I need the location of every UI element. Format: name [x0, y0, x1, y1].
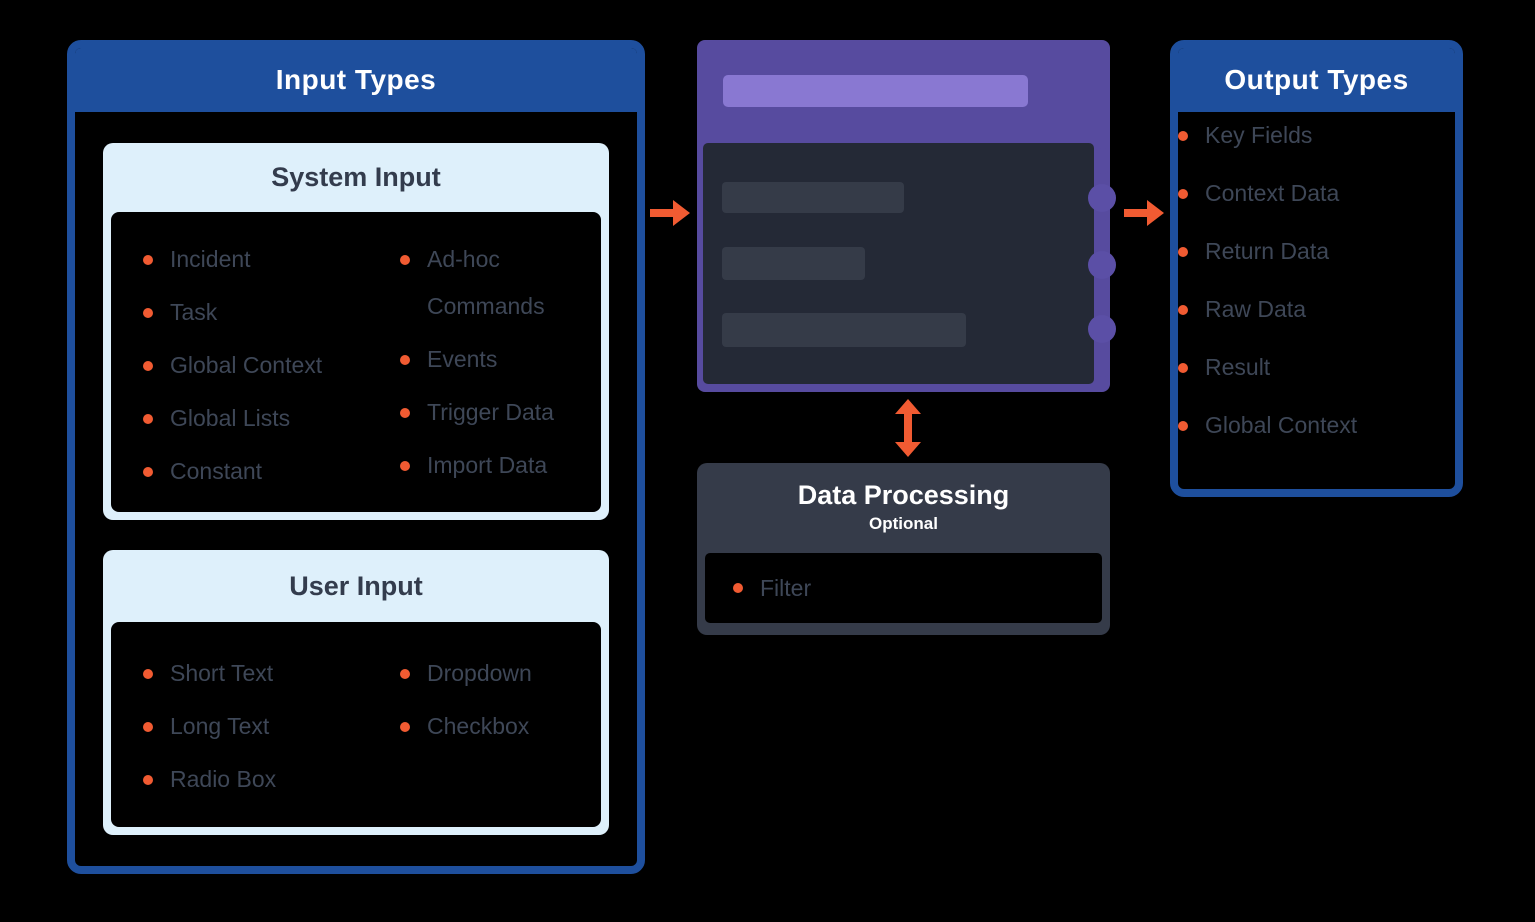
input-types-panel: Input Types System Input Incident Task G… [67, 40, 645, 874]
output-types-body: Key Fields Context Data Return Data Raw … [1178, 112, 1455, 489]
data-processing-subtitle: Optional [869, 514, 938, 533]
list-item: Ad-hoc Commands [400, 236, 604, 330]
user-input-column-left: Short Text Long Text Radio Box [143, 650, 400, 827]
bullet-icon [1178, 363, 1188, 373]
list-item: Raw Data [1178, 286, 1455, 333]
bullet-icon [143, 414, 153, 424]
list-item: Long Text [143, 703, 400, 750]
list-item: Filter [760, 574, 812, 601]
user-input-column-right: Dropdown Checkbox [400, 650, 604, 827]
node-line-placeholder [722, 247, 865, 280]
user-input-card: User Input Short Text Long Text Radio Bo… [103, 550, 609, 835]
bullet-icon [143, 722, 153, 732]
connector-dot [1088, 315, 1116, 343]
bullet-icon [400, 408, 410, 418]
list-item: Radio Box [143, 756, 400, 803]
input-types-title: Input Types [275, 64, 437, 95]
list-item: Context Data [1178, 170, 1455, 217]
bullet-icon [1178, 247, 1188, 257]
bullet-icon [400, 461, 410, 471]
bullet-icon [1178, 421, 1188, 431]
flow-arrow-processing-icon [895, 399, 921, 457]
list-item: Short Text [143, 650, 400, 697]
system-input-column-left: Incident Task Global Context Global List… [143, 236, 400, 512]
bullet-icon [1178, 305, 1188, 315]
data-processing-list: Filter [705, 553, 1102, 623]
list-item: Global Context [143, 342, 400, 389]
node-line-placeholder [722, 313, 966, 347]
user-input-list: Short Text Long Text Radio Box Dropdown … [111, 622, 601, 827]
bullet-icon [400, 669, 410, 679]
list-item: Dropdown [400, 650, 604, 697]
list-item: Import Data [400, 442, 604, 489]
list-item: Constant [143, 448, 400, 495]
data-processing-title: Data Processing [797, 480, 1010, 510]
bullet-icon [400, 722, 410, 732]
connector-dot [1088, 184, 1116, 212]
list-item: Global Lists [143, 395, 400, 442]
connector-dot [1088, 251, 1116, 279]
user-input-title: User Input [289, 570, 423, 601]
output-types-panel: Output Types Key Fields Context Data Ret… [1170, 40, 1463, 497]
input-types-header: Input Types [75, 48, 637, 112]
list-item: Return Data [1178, 228, 1455, 275]
node-content-panel [703, 143, 1094, 384]
flow-arrow-input-icon [650, 200, 690, 226]
playbook-task-node [697, 40, 1116, 392]
system-input-card: System Input Incident Task Global Contex… [103, 143, 609, 520]
system-input-column-right: Ad-hoc Commands Events Trigger Data Impo… [400, 236, 604, 512]
node-edge-dash [1098, 287, 1108, 313]
bullet-icon [1178, 189, 1188, 199]
node-edge-dash [1098, 148, 1108, 174]
list-item: Key Fields [1178, 112, 1455, 159]
data-processing-box: Data Processing Optional Filter [697, 463, 1110, 635]
flow-arrow-output-icon [1124, 200, 1164, 226]
node-edge-dash [1098, 351, 1108, 377]
bullet-icon [143, 669, 153, 679]
list-item: Trigger Data [400, 389, 604, 436]
list-item: Task [143, 289, 400, 336]
list-item: Global Context [1178, 402, 1455, 449]
list-item: Result [1178, 344, 1455, 391]
bullet-icon [400, 355, 410, 365]
bullet-icon [143, 308, 153, 318]
output-types-title: Output Types [1224, 64, 1409, 95]
bullet-icon [143, 255, 153, 265]
list-item: Checkbox [400, 703, 604, 750]
node-line-placeholder [722, 182, 904, 213]
list-item: Events [400, 336, 604, 383]
system-input-title: System Input [271, 162, 441, 192]
node-title-placeholder [723, 75, 1028, 107]
output-types-header: Output Types [1178, 48, 1455, 112]
bullet-icon [143, 467, 153, 477]
bullet-icon [1178, 131, 1188, 141]
list-item: Incident [143, 236, 400, 283]
input-types-body: System Input Incident Task Global Contex… [75, 112, 637, 866]
bullet-icon [143, 775, 153, 785]
system-input-list: Incident Task Global Context Global List… [111, 212, 601, 512]
bullet-icon [143, 361, 153, 371]
bullet-icon [400, 255, 410, 265]
output-types-list: Key Fields Context Data Return Data Raw … [1178, 112, 1455, 449]
bullet-icon [733, 583, 743, 593]
node-edge-dash [1098, 220, 1108, 246]
